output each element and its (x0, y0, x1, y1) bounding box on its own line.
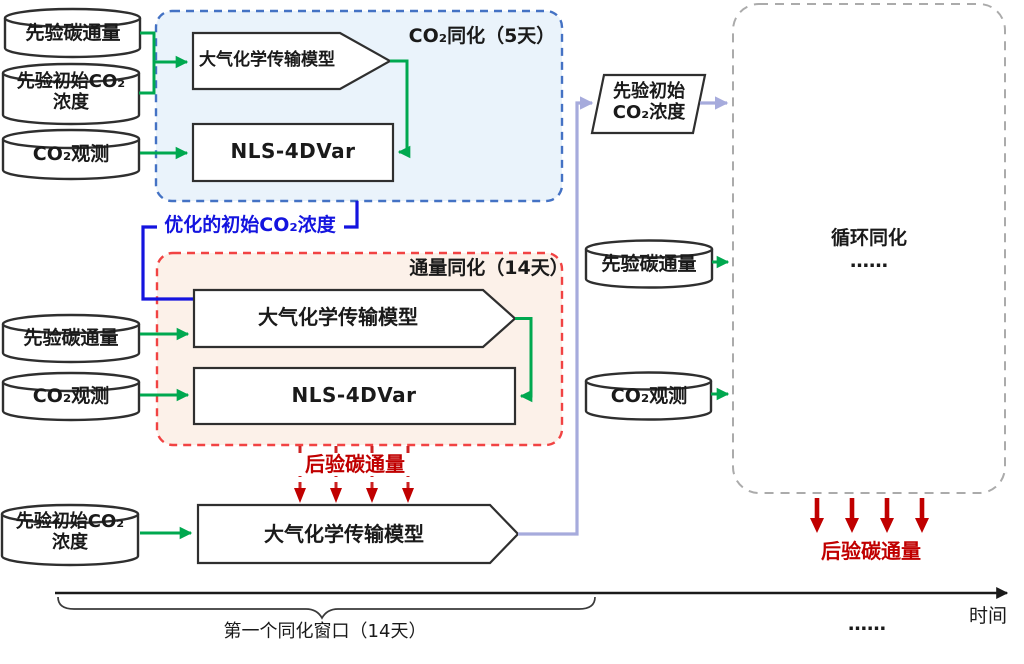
nls-4dvar-shape-1 (191, 122, 395, 183)
label-cycle-dots: …… (850, 250, 888, 272)
label-handoff-l1: 先验初始 (613, 81, 685, 102)
connector-optimized-co2-left (141, 225, 193, 301)
label-nls-4dvar-2: NLS-4DVar (291, 383, 417, 407)
cylinder-co2-obs-top (1, 128, 141, 181)
posterior-flux-arrows-right (810, 498, 929, 533)
label-transport-model-3: 大气化学传输模型 (264, 522, 424, 546)
label-timeline-dots: …… (848, 613, 886, 635)
cylinder-co2-obs-right (584, 371, 713, 421)
label-prior-flux-right: 先验碳通量 (601, 253, 697, 275)
label-handoff-l2: CO₂浓度 (612, 101, 686, 123)
transport-model-shape-3 (196, 503, 520, 565)
cylinder-prior-flux-mid (1, 313, 141, 364)
label-co2-obs-top: CO₂观测 (32, 143, 110, 165)
connector-model3-to-handoff (518, 96, 594, 536)
label-window: 第一个同化窗口（14天） (223, 621, 427, 642)
cylinder-prior-initial-co2-bottom (0, 503, 140, 567)
label-prior-initial-top-l2: 浓度 (53, 91, 89, 113)
connector-optimized-co2-right (344, 201, 359, 229)
label-transport-model-2: 大气化学传输模型 (258, 305, 418, 329)
cylinder-prior-flux-top (3, 7, 142, 59)
label-prior-initial-bottom-l2: 浓度 (52, 531, 88, 553)
prior-initial-co2-parallelogram (590, 73, 707, 135)
label-transport-model-1: 大气化学传输模型 (199, 50, 335, 70)
label-posterior-flux-mid: 后验碳通量 (297, 452, 413, 477)
label-prior-flux-mid: 先验碳通量 (23, 327, 119, 349)
window-brace (57, 596, 596, 620)
label-prior-initial-bottom-l1: 先验初始CO₂ (15, 511, 125, 532)
nls-4dvar-shape-2 (192, 366, 517, 426)
label-posterior-flux-right: 后验碳通量 (821, 539, 921, 563)
label-time-axis: 时间 (968, 605, 1007, 627)
label-prior-flux-top: 先验碳通量 (25, 22, 121, 44)
transport-model-shape-2 (192, 288, 517, 349)
label-co2-obs-mid: CO₂观测 (32, 385, 110, 407)
cylinder-co2-obs-mid (1, 371, 141, 422)
label-nls-4dvar-1: NLS-4DVar (230, 139, 356, 163)
cylinder-prior-flux-right (584, 239, 714, 289)
transport-model-shape-1 (191, 31, 393, 91)
label-cycle-title: 循环同化 (830, 227, 907, 249)
label-flux-assim-title: 通量同化（14天） (409, 257, 569, 279)
label-co2-obs-right: CO₂观测 (610, 385, 688, 407)
cylinder-prior-initial-co2-top (1, 62, 141, 126)
connector-model2-to-nls2 (515, 317, 533, 403)
connector-model1-to-nls1 (390, 59, 411, 159)
connector-priors-join (139, 31, 156, 95)
cycle-assimilation-box (732, 3, 1006, 494)
label-optimized-co2: 优化的初始CO₂浓度 (164, 214, 336, 236)
label-prior-initial-top-l1: 先验初始CO₂ (16, 71, 126, 92)
label-co2-assim-title: CO₂同化（5天） (408, 25, 556, 47)
